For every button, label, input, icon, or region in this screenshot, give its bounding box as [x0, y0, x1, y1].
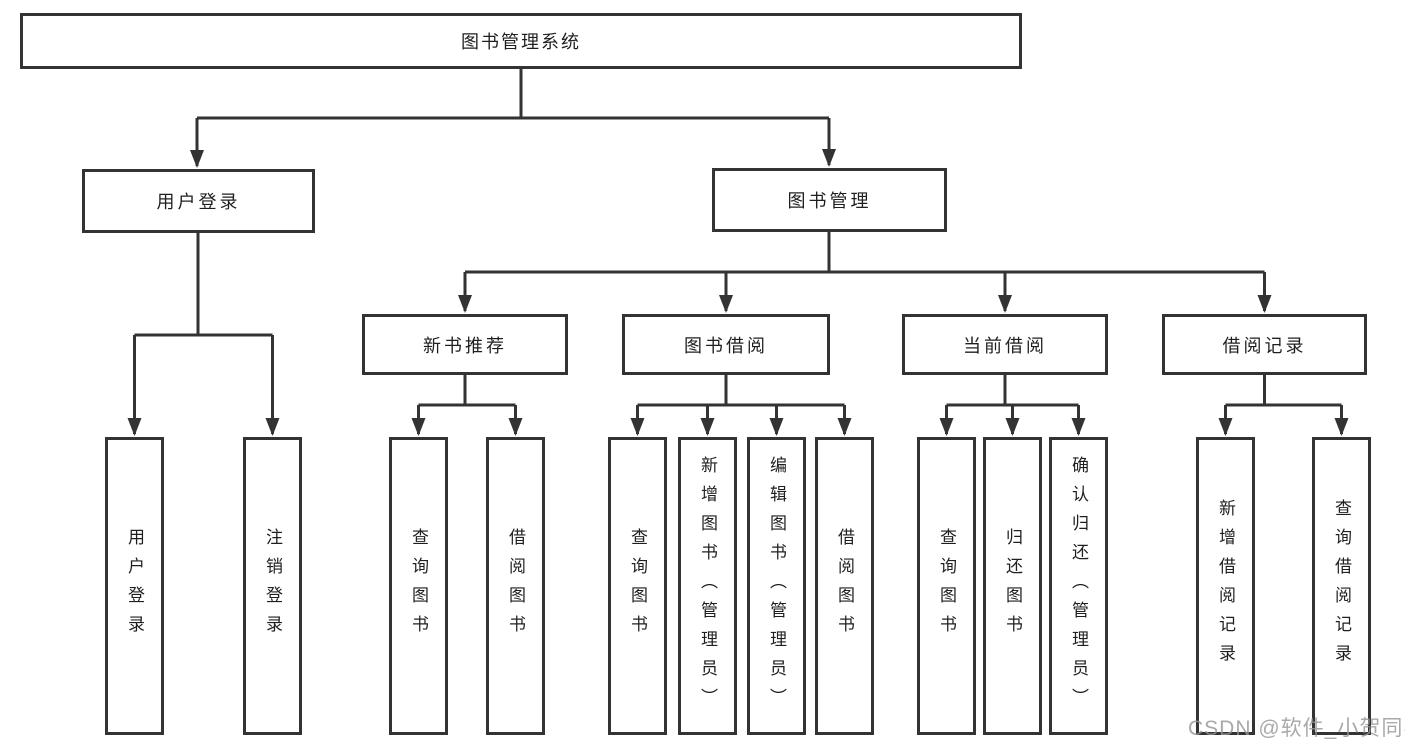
leaf-label: 查询图书 [628, 528, 647, 644]
node-label: 借阅记录 [1222, 335, 1307, 356]
node-label: 新书推荐 [423, 335, 507, 356]
connector-root-trunk [197, 69, 829, 120]
connector-current-borrow-trunk [946, 375, 1079, 407]
leaf-current-return-books: 归还图书 [983, 437, 1042, 735]
leaf-borrowing-borrow-books: 借阅图书 [815, 437, 874, 735]
leaf-label: 归还图书 [1003, 528, 1022, 644]
leaf-label: 新增借阅记录 [1216, 499, 1235, 673]
leaf-label: 注销登录 [263, 528, 282, 644]
leaf-borrowing-edit-books-admin: 编辑图书（管理员） [747, 437, 806, 735]
leaf-label: 借阅图书 [506, 528, 525, 644]
leaf-label: 新增图书（管理员） [698, 455, 717, 717]
node-label: 当前借阅 [963, 335, 1047, 356]
connector-borrow-records-trunk [1225, 375, 1342, 407]
connector-book-borrow-trunk [637, 375, 845, 407]
leaf-records-query-record: 查询借阅记录 [1312, 437, 1371, 735]
node-book-management: 图书管理 [712, 168, 947, 232]
leaf-current-query-books: 查询图书 [917, 437, 976, 735]
leaf-label: 编辑图书（管理员） [767, 455, 786, 717]
leaf-borrowing-query-books: 查询图书 [608, 437, 667, 735]
leaf-records-add-record: 新增借阅记录 [1196, 437, 1255, 735]
node-label: 用户登录 [156, 192, 241, 212]
node-label: 图书管理系统 [461, 32, 581, 52]
leaf-borrowing-add-books-admin: 新增图书（管理员） [678, 437, 737, 735]
leaf-user-login: 用户登录 [105, 437, 164, 735]
connector-book-mgmt-trunk [465, 232, 1265, 274]
node-borrowing-records: 借阅记录 [1162, 314, 1367, 375]
connector-new-book-trunk [418, 375, 516, 407]
node-new-book-recommend: 新书推荐 [362, 314, 568, 375]
leaf-label: 查询借阅记录 [1332, 499, 1351, 673]
leaf-label: 查询图书 [937, 528, 956, 644]
leaf-label: 确认归还（管理员） [1069, 455, 1088, 717]
leaf-label: 用户登录 [125, 528, 144, 644]
leaf-logout: 注销登录 [243, 437, 302, 735]
leaf-label: 借阅图书 [835, 528, 854, 644]
node-root-system: 图书管理系统 [20, 13, 1022, 69]
leaf-label: 查询图书 [409, 528, 428, 644]
node-label: 图书借阅 [684, 335, 768, 356]
leaf-recommend-borrow-books: 借阅图书 [486, 437, 545, 735]
connector-user-login-trunk [134, 233, 273, 337]
node-label: 图书管理 [787, 191, 872, 211]
node-book-borrowing: 图书借阅 [622, 314, 830, 375]
leaf-current-confirm-return-admin: 确认归还（管理员） [1049, 437, 1108, 735]
csdn-watermark: CSDN @软件_小贺同学 [1188, 717, 1405, 740]
node-user-login: 用户登录 [82, 169, 315, 233]
leaf-recommend-query-books: 查询图书 [389, 437, 448, 735]
node-current-borrowing: 当前借阅 [902, 314, 1108, 375]
